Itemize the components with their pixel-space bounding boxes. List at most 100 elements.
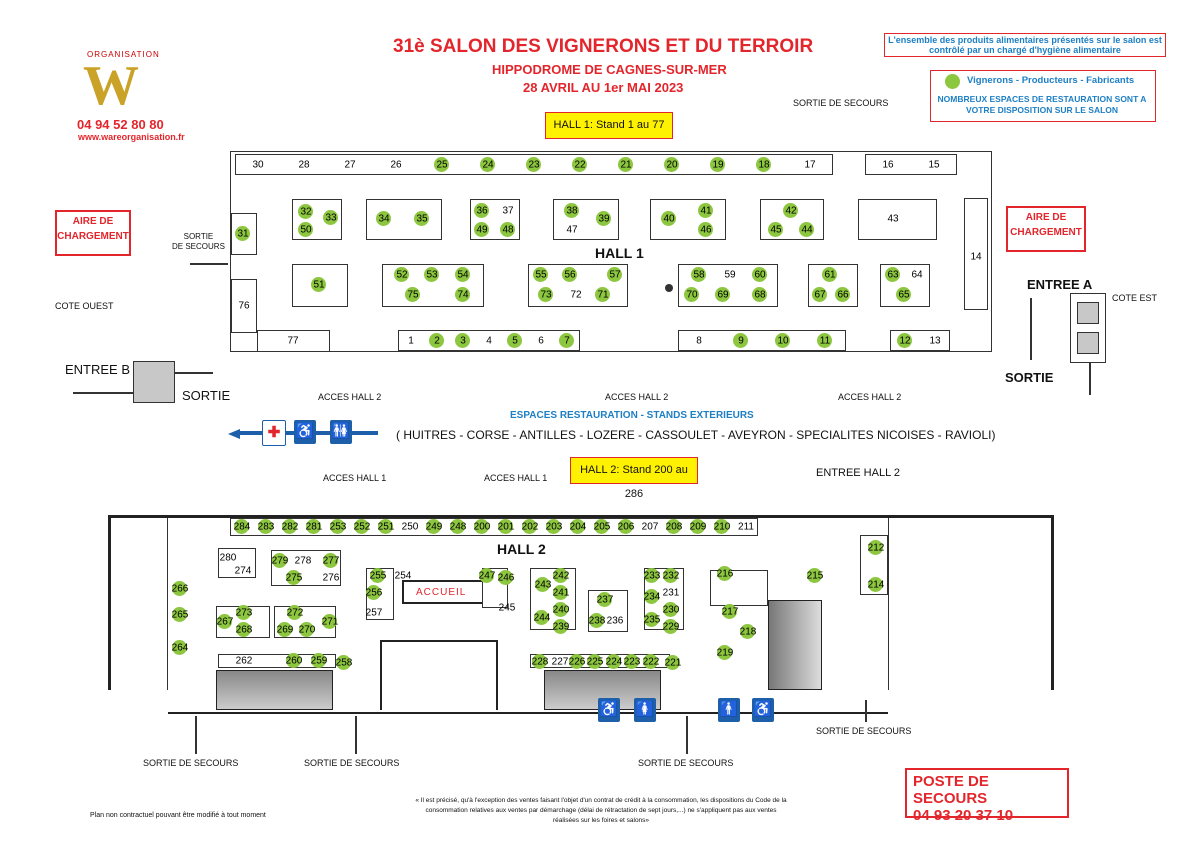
green-dot <box>172 581 187 596</box>
green-dot <box>429 332 444 348</box>
green-dot <box>323 210 338 225</box>
green-dot <box>589 613 604 628</box>
stand-9: 9 <box>738 335 744 346</box>
stand-244: 244 <box>533 612 551 624</box>
green-dot <box>426 519 441 534</box>
stand-14 <box>964 198 988 310</box>
stand-221: 221 <box>664 657 682 669</box>
stand-224: 224 <box>605 656 623 668</box>
stand-215: 215 <box>806 570 824 582</box>
stand-251: 251 <box>377 521 395 533</box>
stand-32: 32 <box>300 206 312 218</box>
stand-278: 278 <box>294 555 312 567</box>
green-dot <box>715 287 730 302</box>
green-dot <box>455 267 470 282</box>
stand-4: 4 <box>486 335 492 346</box>
accueil-label: ACCUEIL <box>416 587 467 598</box>
stand-47: 47 <box>566 224 578 236</box>
acces-hall2-mid: ACCES HALL 2 <box>605 392 669 402</box>
entree-b-door <box>133 361 175 403</box>
exit-arrow-1 <box>195 716 197 754</box>
hygiene-notice-text: L'ensemble des produits alimentaires pré… <box>888 35 1162 55</box>
logo-phone: 04 94 52 80 80 <box>77 117 164 132</box>
hall1-banner: HALL 1: Stand 1 au 77 <box>545 112 673 139</box>
stand-223: 223 <box>623 656 641 668</box>
stand-block <box>218 654 336 668</box>
green-dot <box>596 211 611 226</box>
exit-arrow-2 <box>355 716 357 754</box>
legend-restaurants: NOMBREUX ESPACES DE RESTAURATION SONT A … <box>937 94 1147 115</box>
stand-6: 6 <box>538 335 544 346</box>
green-dot <box>455 287 470 302</box>
green-dot <box>644 589 659 604</box>
green-dot <box>665 655 680 670</box>
green-dot <box>474 519 489 534</box>
green-dot <box>394 267 409 282</box>
stand-252: 252 <box>353 521 371 533</box>
stand-202: 202 <box>521 521 539 533</box>
stand-54: 54 <box>457 269 469 281</box>
stand-row-box <box>678 330 846 351</box>
stand-266: 266 <box>171 583 189 595</box>
stand-76: 76 <box>238 300 250 312</box>
stand-17: 17 <box>804 159 816 170</box>
hygiene-notice: L'ensemble des produits alimentaires pré… <box>884 33 1166 57</box>
green-dot <box>663 602 678 617</box>
stand-250: 250 <box>401 521 419 533</box>
stand-12: 12 <box>899 335 911 346</box>
green-dot <box>480 156 495 172</box>
stand-253: 253 <box>329 521 347 533</box>
logo-letter: W <box>83 55 139 117</box>
green-dot <box>500 222 515 237</box>
stand-217: 217 <box>721 606 739 618</box>
hall1-banner-text: HALL 1: Stand 1 au 77 <box>553 119 665 131</box>
stand-61: 61 <box>824 269 836 281</box>
legend-green-dot <box>945 74 960 89</box>
green-dot <box>618 519 633 534</box>
stand-271: 271 <box>321 616 339 628</box>
green-dot <box>740 624 755 639</box>
stand-218: 218 <box>739 626 757 638</box>
legend-green-label: Vignerons - Producteurs - Fabricants <box>967 75 1135 86</box>
green-dot <box>282 519 297 534</box>
stand-70: 70 <box>686 289 698 301</box>
green-dot <box>775 332 790 348</box>
stand-27: 27 <box>344 159 356 170</box>
stand-275: 275 <box>285 572 303 584</box>
green-dot <box>885 267 900 282</box>
stand-204: 204 <box>569 521 587 533</box>
green-dot <box>569 654 584 669</box>
green-dot <box>783 203 798 218</box>
green-dot <box>618 156 633 172</box>
stand-56: 56 <box>564 269 576 281</box>
stand-77: 77 <box>287 335 299 347</box>
stand-258: 258 <box>335 657 353 669</box>
stand-42: 42 <box>785 205 797 217</box>
green-dot <box>546 519 561 534</box>
stand-43 <box>858 199 937 240</box>
sortie-b: SORTIE <box>182 388 231 403</box>
green-dot <box>479 568 494 583</box>
stand-33: 33 <box>325 212 337 224</box>
hall2-bottom-wall <box>168 712 888 714</box>
stand-212: 212 <box>867 542 885 554</box>
stand-58: 58 <box>693 269 705 281</box>
stand-209: 209 <box>689 521 707 533</box>
hall2-title: HALL 2 <box>497 541 546 557</box>
stand-74: 74 <box>457 289 469 301</box>
green-dot <box>733 332 748 348</box>
green-dot <box>424 267 439 282</box>
green-dot <box>378 519 393 534</box>
green-dot <box>330 519 345 534</box>
stand-11: 11 <box>819 335 831 346</box>
stand-206: 206 <box>617 521 635 533</box>
stand-279: 279 <box>271 555 289 567</box>
man-wc-icon: 🚹 <box>718 698 740 722</box>
hall2-right-wall <box>1051 515 1054 690</box>
green-dot <box>311 277 326 292</box>
stage-block-left <box>216 670 333 710</box>
green-dot <box>311 653 326 668</box>
green-dot <box>822 267 837 282</box>
stand-60: 60 <box>754 269 766 281</box>
